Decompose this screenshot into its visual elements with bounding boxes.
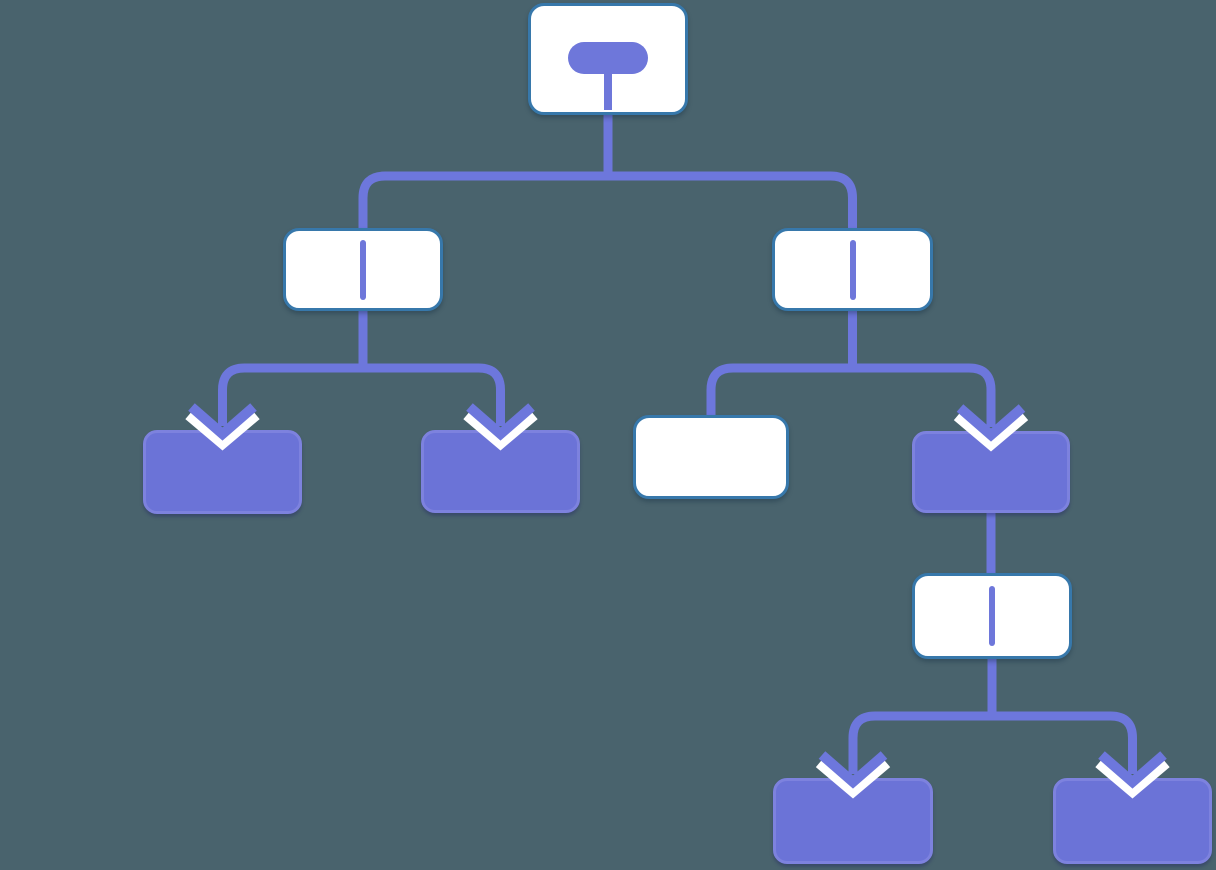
pill-icon bbox=[568, 42, 648, 74]
node-leaf-3[interactable] bbox=[633, 415, 789, 499]
vertical-bar-icon bbox=[360, 239, 366, 300]
edge-rail-branch-left bbox=[218, 363, 505, 426]
node-branch-bottom[interactable] bbox=[912, 573, 1072, 659]
node-leaf-6[interactable] bbox=[1053, 778, 1212, 864]
node-leaf-2[interactable] bbox=[421, 430, 580, 513]
node-leaf-1[interactable] bbox=[143, 430, 302, 514]
node-leaf-5[interactable] bbox=[773, 778, 933, 864]
node-branch-left[interactable] bbox=[283, 228, 443, 311]
edge-rail-root bbox=[358, 171, 857, 234]
node-branch-right[interactable] bbox=[772, 228, 933, 311]
node-leaf-4[interactable] bbox=[912, 431, 1070, 513]
pill-stem-line bbox=[604, 72, 612, 110]
edge-rail-branch-bottom bbox=[848, 711, 1137, 774]
node-root[interactable] bbox=[528, 3, 688, 115]
vertical-bar-icon bbox=[849, 239, 856, 300]
vertical-bar-icon bbox=[989, 586, 995, 646]
